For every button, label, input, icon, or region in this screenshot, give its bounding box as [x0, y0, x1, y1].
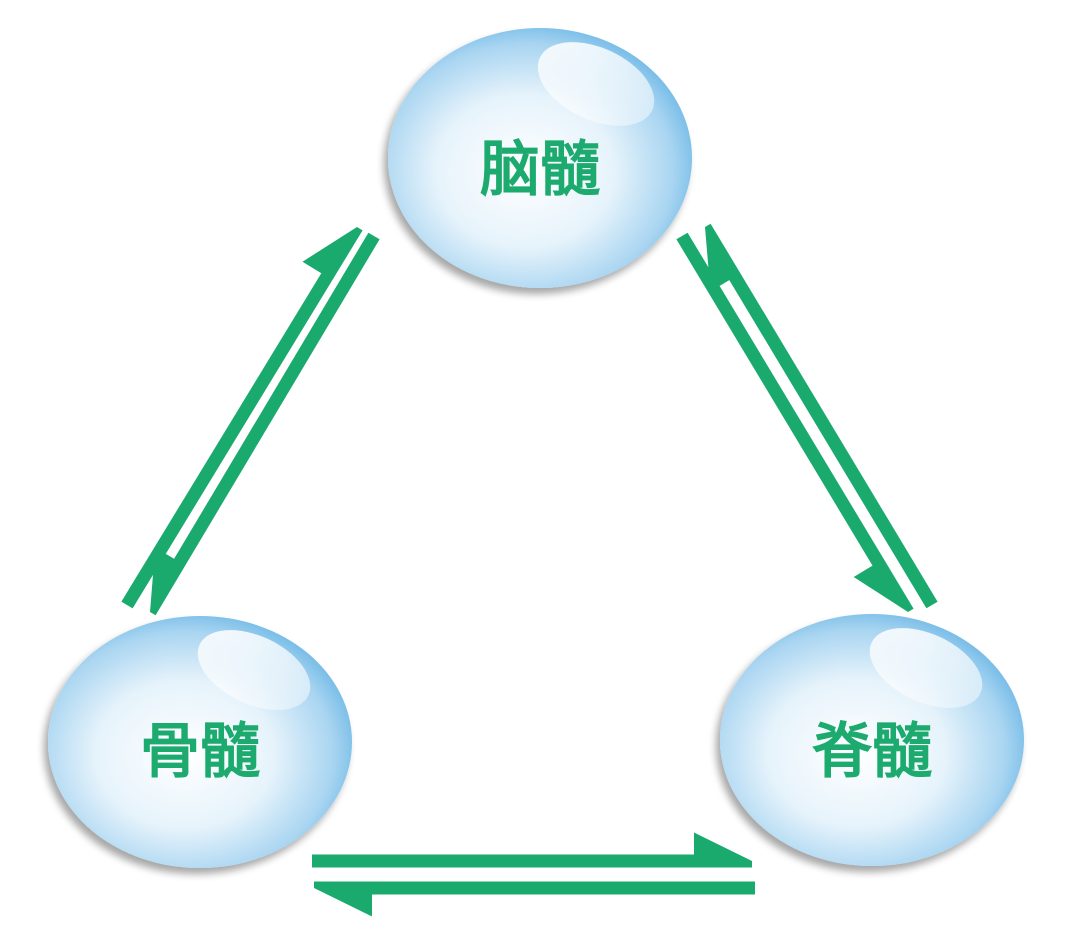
arrow-bottom-bone-to-spine [312, 832, 752, 868]
node-label: 骨髓 [140, 717, 260, 787]
sphere-glare [537, 42, 655, 126]
node-brain-marrow: 脑髓 [388, 28, 692, 288]
node-label: 脊髓 [812, 717, 932, 787]
node-label: 脑髓 [480, 135, 600, 205]
node-bone-marrow: 骨髓 [48, 616, 352, 868]
node-spinal-marrow: 脊髓 [720, 614, 1024, 866]
sphere-glare [197, 630, 311, 710]
arrow-bottom-spine-to-bone [314, 881, 755, 917]
arrow-left-bone-to-brain [121, 227, 363, 609]
arrow-right-spine-to-brain [705, 223, 938, 609]
arrow-right-brain-to-spine [676, 232, 914, 612]
arrows-group [121, 223, 938, 917]
arrow-left-brain-to-bone [150, 232, 380, 616]
sphere-glare [869, 628, 983, 708]
